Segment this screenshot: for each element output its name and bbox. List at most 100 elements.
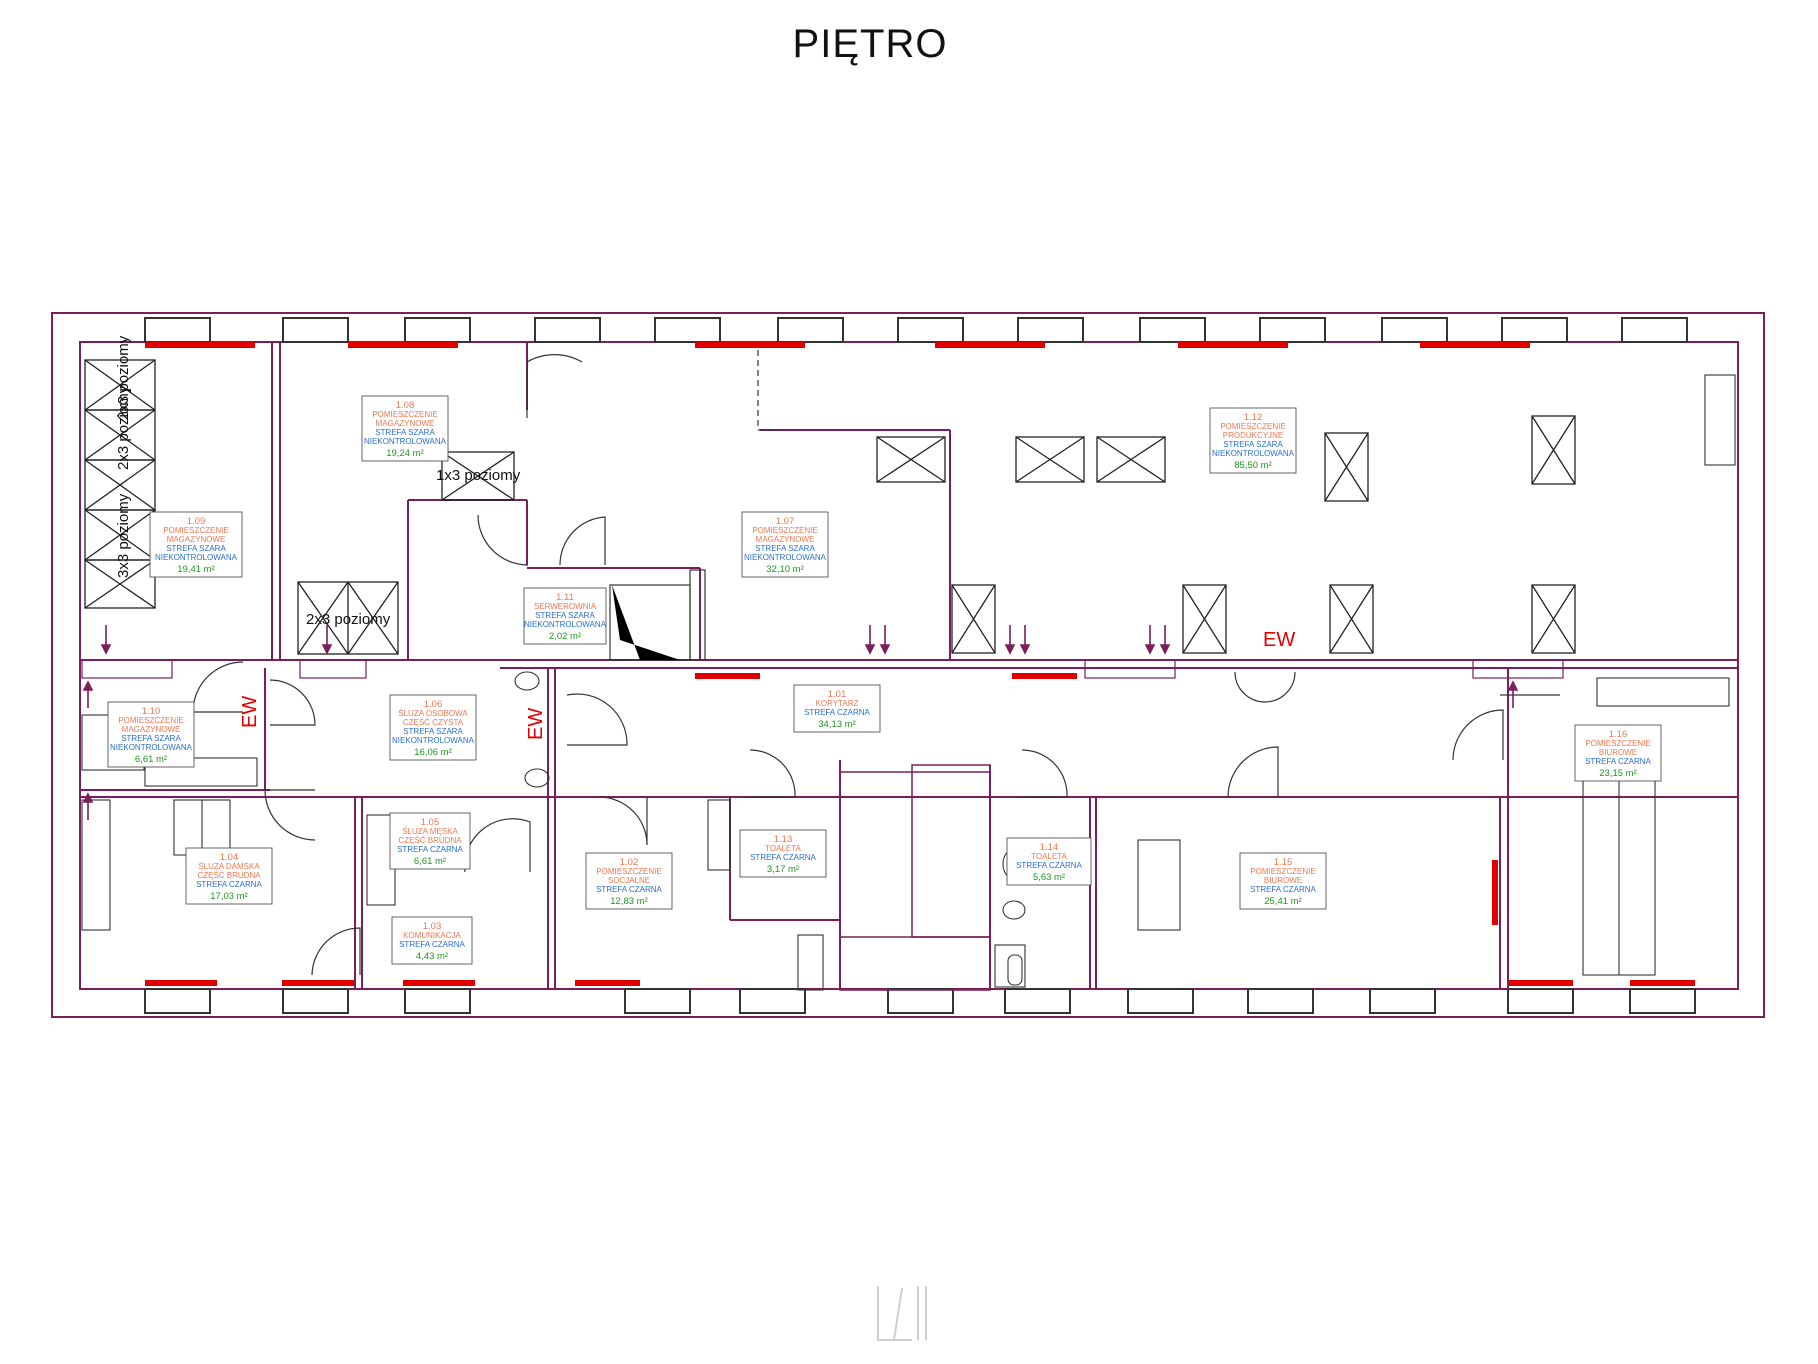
room-type: PRODUKCYJNE bbox=[1223, 431, 1283, 440]
room-type: CZĘŚĆ BRUDNA bbox=[197, 871, 261, 880]
windows-top bbox=[144, 317, 1688, 343]
room-number: 1.11 bbox=[556, 592, 574, 603]
room-type: ŚLUZA DAMSKA bbox=[198, 862, 260, 871]
room-number: 1.05 bbox=[421, 817, 440, 828]
room-number: 1.12 bbox=[1244, 412, 1263, 423]
room-zone: STREFA SZARA bbox=[166, 544, 226, 553]
room-label-box bbox=[741, 511, 829, 578]
room-area: 3,17 m² bbox=[767, 864, 799, 875]
room-number: 1.14 bbox=[1040, 842, 1059, 853]
room-number: 1.07 bbox=[776, 516, 795, 527]
room-number: 1.16 bbox=[1609, 729, 1628, 740]
room-area: 2,02 m² bbox=[549, 631, 581, 642]
room-label-box bbox=[389, 812, 471, 870]
room-label-box bbox=[793, 684, 881, 733]
rack-label-4: 1x3 poziomy bbox=[436, 467, 521, 484]
rack-label-2: 2x3 poziomy bbox=[115, 335, 132, 420]
room-number: 1.08 bbox=[396, 400, 415, 411]
room-zone: NIEKONTROLOWANA bbox=[364, 437, 447, 446]
room-type: CZĘŚĆ CZYSTA bbox=[403, 718, 464, 727]
room-number: 1.09 bbox=[187, 516, 206, 527]
inner-wall bbox=[79, 341, 1739, 990]
rack-label-1: 2x3 poziomy bbox=[115, 385, 132, 470]
air-arrows bbox=[82, 625, 1519, 820]
room-type: MAGAZYNOWE bbox=[756, 535, 815, 544]
outer-wall bbox=[51, 312, 1765, 1018]
room-zone: NIEKONTROLOWANA bbox=[392, 736, 475, 745]
room-type: POMIESZCZENIE bbox=[1585, 739, 1650, 748]
rack-label-3: 3x3 poziomy bbox=[115, 493, 132, 578]
dashed-partition bbox=[757, 350, 780, 431]
room-area: 32,10 m² bbox=[766, 564, 804, 575]
room-label-box bbox=[1006, 837, 1092, 886]
room-number: 1.13 bbox=[774, 834, 793, 845]
fixtures bbox=[81, 374, 1736, 991]
room-area: 6,61 m² bbox=[414, 856, 446, 867]
room-type: SERWEROWNIA bbox=[534, 602, 597, 611]
room-zone: STREFA SZARA bbox=[403, 727, 463, 736]
room-type: POMIESZCZENIE bbox=[752, 526, 817, 535]
ew-label-1: EW bbox=[239, 696, 261, 728]
room-area: 6,61 m² bbox=[135, 754, 167, 765]
room-zone: STREFA CZARNA bbox=[750, 853, 816, 862]
room-area: 19,24 m² bbox=[386, 448, 424, 459]
room-number: 1.01 bbox=[828, 689, 847, 700]
room-type: ŚLUZA MĘSKA bbox=[402, 827, 458, 836]
logo-mark bbox=[877, 1286, 927, 1341]
room-zone: NIEKONTROLOWANA bbox=[1212, 449, 1295, 458]
room-zone: STREFA CZARNA bbox=[804, 708, 870, 717]
room-zone: STREFA CZARNA bbox=[1250, 885, 1316, 894]
room-number: 1.04 bbox=[220, 852, 239, 863]
room-type: POMIESZCZENIE bbox=[1220, 422, 1285, 431]
room-type: BIUROWE bbox=[1264, 876, 1302, 885]
room-type: KORYTARZ bbox=[816, 699, 859, 708]
room-area: 23,15 m² bbox=[1599, 768, 1637, 779]
room-area: 16,06 m² bbox=[414, 747, 452, 758]
room-type: TOALETA bbox=[1031, 852, 1067, 861]
room-number: 1.15 bbox=[1274, 857, 1293, 868]
room-label-box bbox=[391, 916, 473, 965]
room-zone: STREFA SZARA bbox=[1223, 440, 1283, 449]
room-zone: STREFA SZARA bbox=[375, 428, 435, 437]
room-type: MAGAZYNOWE bbox=[376, 419, 435, 428]
vent-grilles bbox=[81, 659, 1564, 679]
room-label-box bbox=[149, 511, 243, 578]
room-type: MAGAZYNOWE bbox=[122, 725, 181, 734]
ew-label-3: EW bbox=[1263, 629, 1295, 651]
doors bbox=[192, 354, 1560, 976]
room-type: SOCJALNE bbox=[608, 876, 650, 885]
room-zone: STREFA CZARNA bbox=[397, 845, 463, 854]
room-zone: STREFA CZARNA bbox=[399, 940, 465, 949]
room-type: CZĘŚĆ BRUDNA bbox=[398, 836, 462, 845]
room-area: 85,50 m² bbox=[1234, 460, 1272, 471]
room-area: 17,03 m² bbox=[210, 891, 248, 902]
room-label-box bbox=[1209, 407, 1297, 474]
staircase bbox=[839, 764, 991, 991]
room-number: 1.03 bbox=[423, 921, 442, 932]
room-area: 25,41 m² bbox=[1264, 896, 1302, 907]
room-zone: STREFA SZARA bbox=[755, 544, 815, 553]
room-zone: NIEKONTROLOWANA bbox=[155, 553, 238, 562]
room-label-box bbox=[1574, 724, 1662, 782]
room-area: 12,83 m² bbox=[610, 896, 648, 907]
room-type: KOMUNIKACJA bbox=[403, 931, 461, 940]
page-title: PIĘTRO bbox=[792, 22, 948, 66]
room-zone: STREFA SZARA bbox=[535, 611, 595, 620]
room-label-box bbox=[389, 694, 477, 761]
room-zone: STREFA SZARA bbox=[121, 734, 181, 743]
